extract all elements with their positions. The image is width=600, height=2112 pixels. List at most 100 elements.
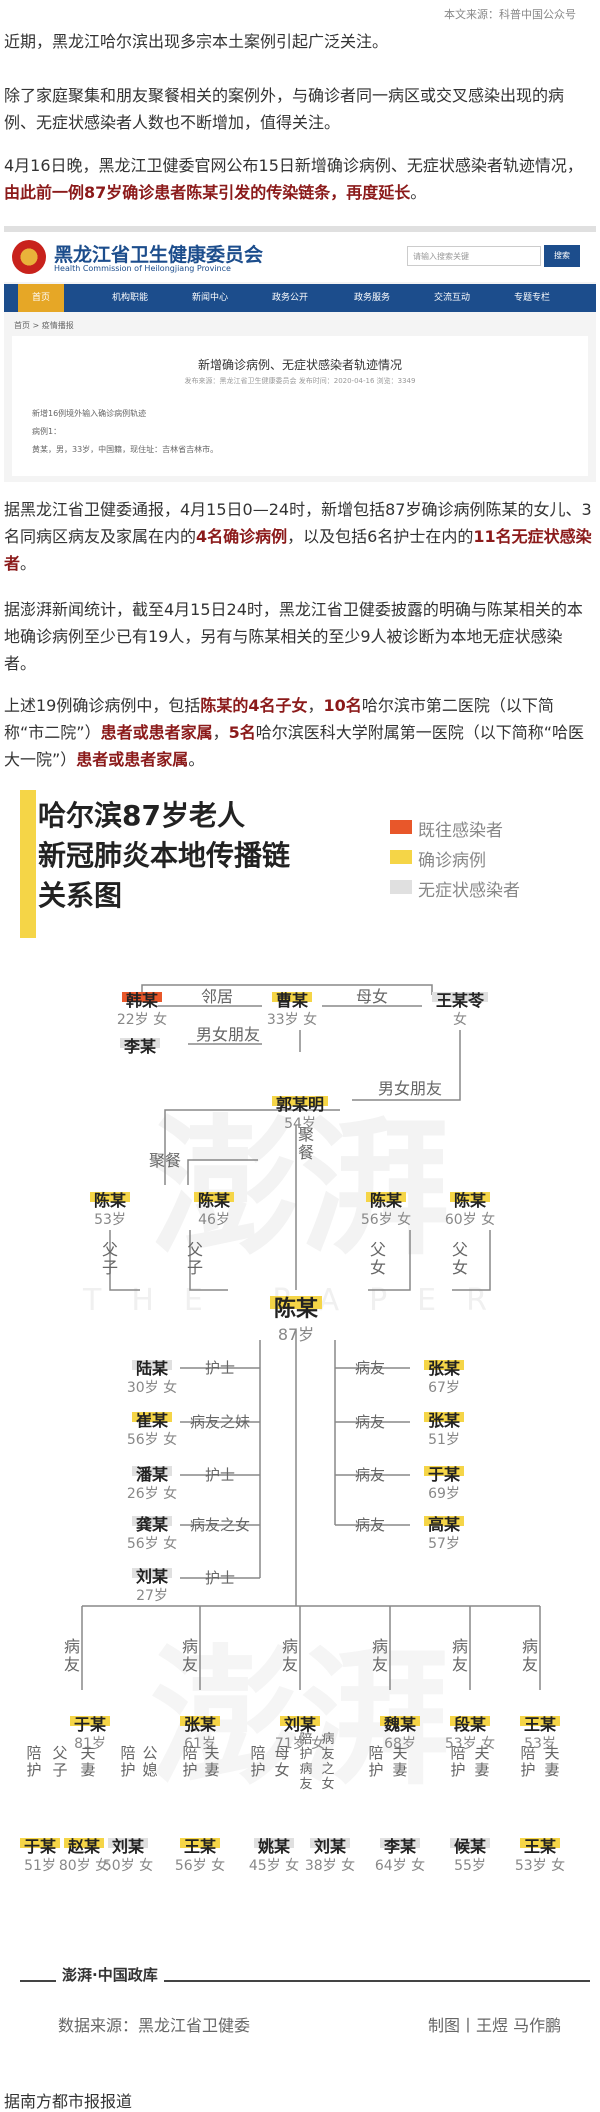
infographic-title: 哈尔滨87岁老人 新冠肺炎本地传播链 关系图 [38, 796, 290, 916]
relation-label: 父 [102, 1240, 118, 1259]
status-marker [424, 1412, 464, 1422]
relation-label: 夫 [544, 1744, 559, 1762]
watermark-text: 澎湃 [150, 1102, 450, 1276]
person-name: 崔某 [136, 1411, 169, 1430]
paragraph-4-end: 。 [20, 554, 37, 573]
status-marker [64, 1838, 104, 1848]
relation-label: 男女朋友 [378, 1079, 442, 1098]
relation-label: 病 [282, 1637, 298, 1656]
paragraph-6-text: ， [212, 723, 229, 742]
site-nav-item: 首页 [18, 284, 65, 312]
relation-label: 父 [52, 1744, 67, 1762]
site-search-button: 搜索 [544, 245, 580, 267]
person-name: 张某 [428, 1359, 461, 1378]
person-age: 26岁 女 [127, 1485, 177, 1502]
site-article-title: 新增确诊病例、无症状感染者轨迹情况 [197, 358, 402, 372]
site-article-line: 病例1： [32, 427, 62, 436]
site-nav-item: 新闻中心 [192, 293, 229, 303]
relation-label: 夫 [474, 1744, 489, 1762]
site-article-line: 黄某，男，33岁，中国籍，现住址：吉林省吉林市。 [32, 445, 219, 454]
status-marker [450, 1192, 490, 1202]
relation-label: 子 [52, 1761, 67, 1779]
relation-label: 护 [450, 1761, 465, 1779]
legend-swatch [390, 880, 412, 894]
status-marker [132, 1360, 172, 1370]
relation-label: 友 [372, 1655, 388, 1674]
relation-label: 病友 [355, 1359, 385, 1377]
person-name: 刘某 [136, 1567, 169, 1586]
paragraph-6-text: 上述19例确诊病例中，包括 [4, 696, 201, 715]
person-age: 22岁 女 [117, 1011, 167, 1028]
relation-label: 陪 [26, 1744, 41, 1762]
person-name: 段某 [454, 1715, 487, 1734]
relation-label: 父 [452, 1240, 468, 1259]
relation-label: 病 [522, 1637, 538, 1656]
relation-label: 病 [182, 1637, 198, 1656]
infographic-title-accent [20, 790, 36, 938]
person-name: 高某 [428, 1515, 461, 1534]
relation-label: 妻 [80, 1761, 95, 1779]
status-marker [108, 1838, 148, 1848]
relation-line [109, 1230, 140, 1291]
relation-label: 护 [520, 1761, 535, 1779]
relation-label: 护士 [205, 1569, 235, 1587]
person-age: 45岁 女 [249, 1857, 299, 1874]
relation-label: 陪 [250, 1744, 265, 1762]
paragraph-1: 近期，黑龙江哈尔滨出现多宗本土案例引起广泛关注。 [4, 32, 389, 51]
paragraph-6: 上述19例确诊病例中，包括陈某的4名子女，10名哈尔滨市第二医院（以下简称“市二… [4, 692, 592, 773]
person-name: 王某 [184, 1837, 217, 1856]
relation-label: 病 [372, 1637, 388, 1656]
site-nav-item: 机构职能 [112, 293, 149, 303]
person-age: 56岁 女 [361, 1211, 411, 1228]
relation-label: 子 [102, 1258, 118, 1277]
person-name: 于某 [428, 1465, 461, 1484]
relation-line [352, 1030, 461, 1101]
paragraph-6-highlight: 患者或患者家属 [100, 723, 213, 742]
relation-label: 陪 [120, 1744, 135, 1762]
relation-label: 护 [26, 1761, 41, 1779]
person-name: 陈某 [370, 1191, 403, 1210]
relation-label: 公 [142, 1744, 157, 1762]
person-name: 陈某 [274, 1296, 318, 1322]
site-header: 黑龙江省卫生健康委员会 Health Commission of Heilong… [4, 232, 596, 282]
relation-label: 父 [370, 1240, 386, 1259]
article-source: 本文来源：科普中国公众号 [444, 8, 576, 21]
status-marker [366, 1192, 406, 1202]
legend-label: 无症状感染者 [418, 881, 520, 901]
person-name: 张某 [184, 1715, 217, 1734]
site-title: 黑龙江省卫生健康委员会 [54, 244, 264, 266]
relation-label: 友 [282, 1655, 298, 1674]
relation-label: 女 [321, 1776, 334, 1792]
relation-label: 父 [187, 1240, 203, 1259]
status-marker [272, 992, 312, 1002]
person-age: 53岁 女 [445, 1735, 495, 1752]
site-nav-item: 交流互动 [434, 293, 471, 303]
relation-label: 餐 [298, 1143, 314, 1162]
status-marker [424, 1360, 464, 1370]
status-marker [424, 1466, 464, 1476]
relation-label: 聚 [298, 1125, 314, 1144]
transmission-diagram: 澎湃THE PAPER澎湃 邻居母女男女朋友男女朋友聚餐聚餐父子父子父女父女护士… [20, 984, 565, 1874]
status-marker [122, 992, 162, 1002]
person-age: 68岁 [384, 1736, 416, 1752]
status-marker [450, 1838, 490, 1848]
status-marker [254, 1838, 294, 1848]
person-name: 陆某 [136, 1359, 169, 1378]
relation-label: 聚餐 [149, 1151, 181, 1170]
person-age: 55岁 [454, 1858, 486, 1874]
site-search-input: 请输入搜索关键 [407, 246, 541, 266]
infographic-title-line: 关系图 [38, 879, 123, 912]
person-age: 54岁 [284, 1116, 316, 1132]
relation-label: 友 [299, 1776, 312, 1792]
relation-label: 病友 [355, 1413, 385, 1431]
site-nav-item: 政务服务 [354, 293, 391, 303]
person-age: 51岁 [428, 1432, 460, 1448]
status-marker [272, 1096, 328, 1106]
person-name: 刘某 [284, 1715, 317, 1734]
status-marker [424, 1516, 464, 1526]
paragraph-4-text: ，以及包括6名护士在内的 [287, 527, 474, 546]
status-marker [132, 1466, 172, 1476]
relation-label: 夫 [392, 1744, 407, 1762]
relation-label: 妻 [204, 1761, 219, 1779]
